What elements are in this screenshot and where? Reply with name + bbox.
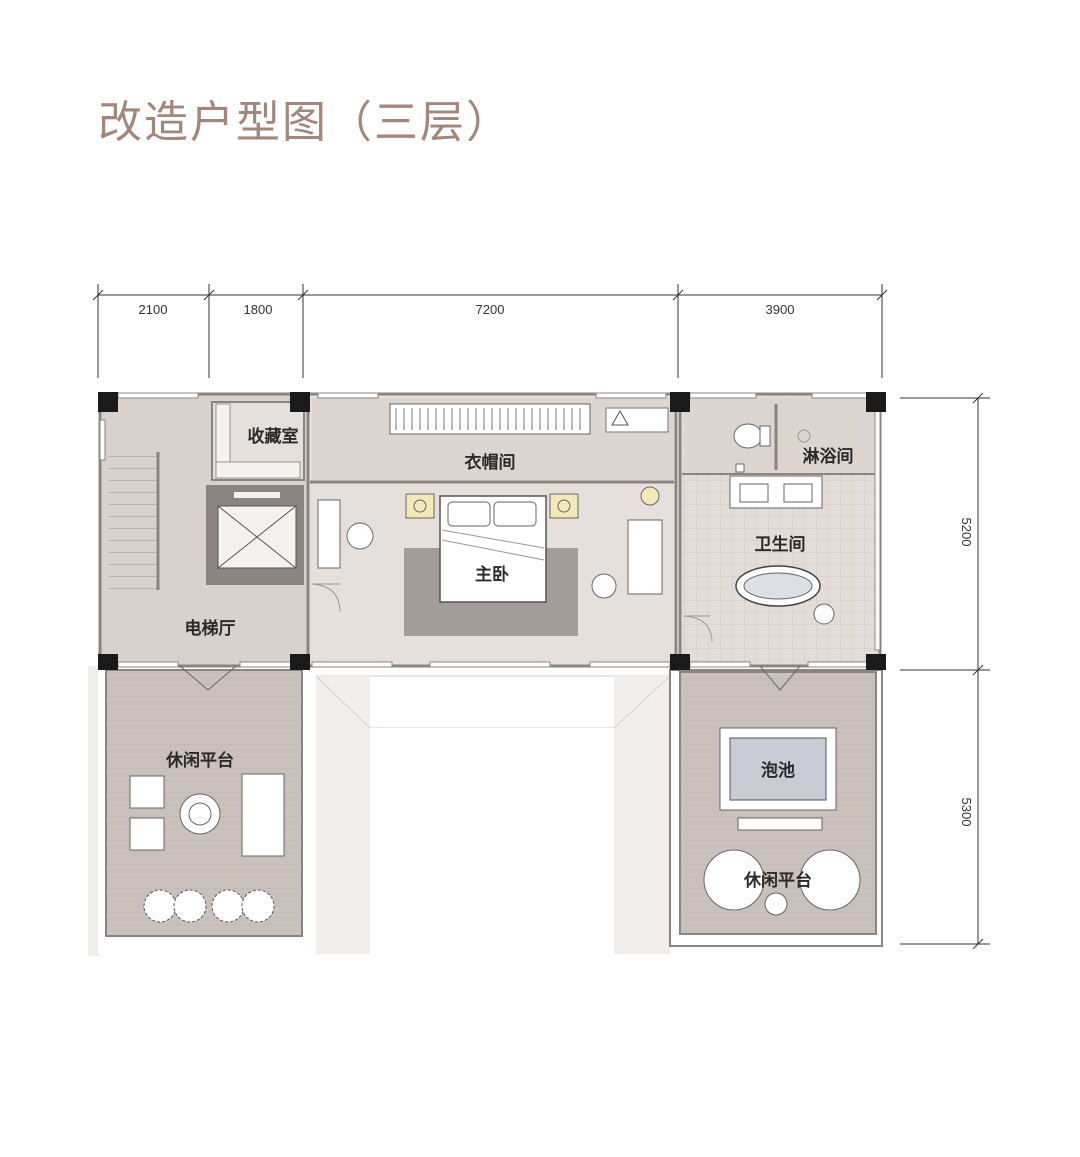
right-terrace	[669, 665, 883, 947]
staircase	[108, 450, 158, 590]
dim-top-3: 7200	[476, 302, 505, 317]
nightstand-left	[405, 493, 435, 519]
dim-top-4: 3900	[766, 302, 795, 317]
structural-columns	[98, 392, 886, 670]
right-wing	[678, 392, 882, 668]
wardrobe-rail	[389, 403, 591, 435]
left-terrace	[88, 665, 316, 956]
room-label-master-bedroom: 主卧	[475, 564, 509, 585]
room-label-collection: 收藏室	[248, 426, 299, 447]
dim-top-1: 2100	[139, 302, 168, 317]
left-wing	[98, 392, 312, 668]
room-label-leisure-terrace-right: 休闲平台	[743, 870, 812, 891]
page-title: 改造户型图（三层）	[98, 97, 512, 148]
room-label-pool: 泡池	[761, 760, 795, 781]
nightstand-right	[549, 493, 579, 519]
room-label-leisure-terrace-left: 休闲平台	[165, 750, 234, 771]
room-label-elevator-hall: 电梯厅	[185, 618, 236, 639]
toilet	[733, 423, 763, 449]
dim-top-2: 1800	[244, 302, 273, 317]
dim-right-1: 5200	[959, 518, 974, 547]
room-label-shower: 淋浴间	[803, 446, 854, 467]
courtyard	[314, 675, 672, 954]
dim-right-2: 5300	[959, 798, 974, 827]
room-label-bathroom: 卫生间	[755, 534, 806, 555]
center-wing	[306, 392, 678, 668]
round-table	[179, 793, 221, 835]
planters	[143, 889, 275, 923]
dimension-lines-right: 5200 5300	[900, 392, 990, 950]
dimension-lines-top: 2100 1800 7200 3900	[92, 284, 888, 378]
room-label-cloakroom: 衣帽间	[465, 452, 516, 473]
